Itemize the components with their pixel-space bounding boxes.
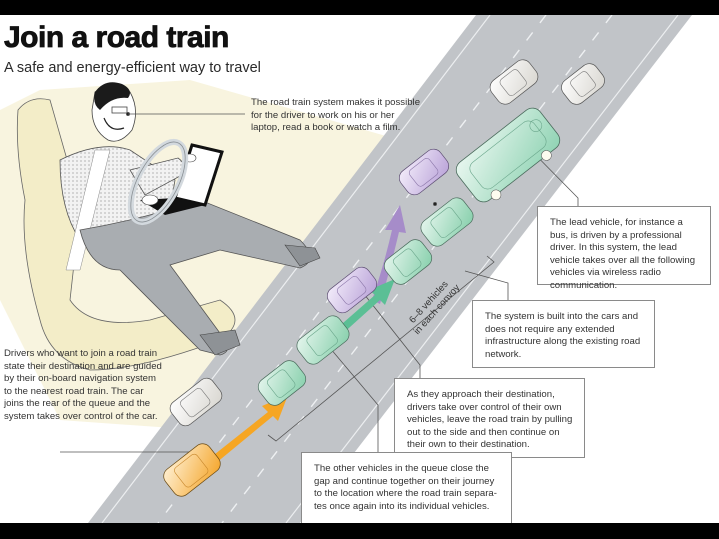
joining-arrow	[205, 395, 288, 468]
page-title: Join a road train	[4, 21, 230, 54]
convoy-arrow	[335, 279, 395, 336]
leaving-car	[398, 148, 450, 196]
other-traffic-car	[561, 63, 605, 105]
callout-lead-vehicle: The lead vehicle, for instance a bus, is…	[537, 206, 711, 291]
callout-leaving: As they approach their destination, driv…	[394, 378, 585, 458]
convoy-car	[420, 197, 474, 247]
joining-car	[163, 443, 221, 497]
other-traffic-car	[169, 377, 223, 427]
callout-driver: The road train system makes it possible …	[251, 97, 421, 134]
leaving-arrow	[372, 205, 406, 304]
driver-illustration	[16, 82, 321, 371]
convoy-car	[296, 315, 350, 365]
infographic-canvas: Join a road train A safe and energy-effi…	[0, 15, 719, 523]
convoy-car	[257, 360, 307, 406]
lead-bus	[455, 107, 561, 203]
callout-close-gap: The other vehicles in the queue close th…	[301, 452, 512, 523]
illustration	[0, 15, 692, 523]
lane-arrows	[205, 205, 406, 468]
convoy-bracket	[267, 255, 495, 442]
callout-joining: Drivers who want to join a road train st…	[4, 348, 162, 422]
vehicles	[163, 59, 605, 497]
leaving-car	[326, 266, 378, 314]
convoy-car	[383, 239, 433, 285]
page-subtitle: A safe and energy-efficient way to trave…	[4, 60, 261, 76]
other-traffic-car	[489, 59, 539, 105]
callout-built-in: The system is built into the cars and do…	[472, 300, 655, 368]
